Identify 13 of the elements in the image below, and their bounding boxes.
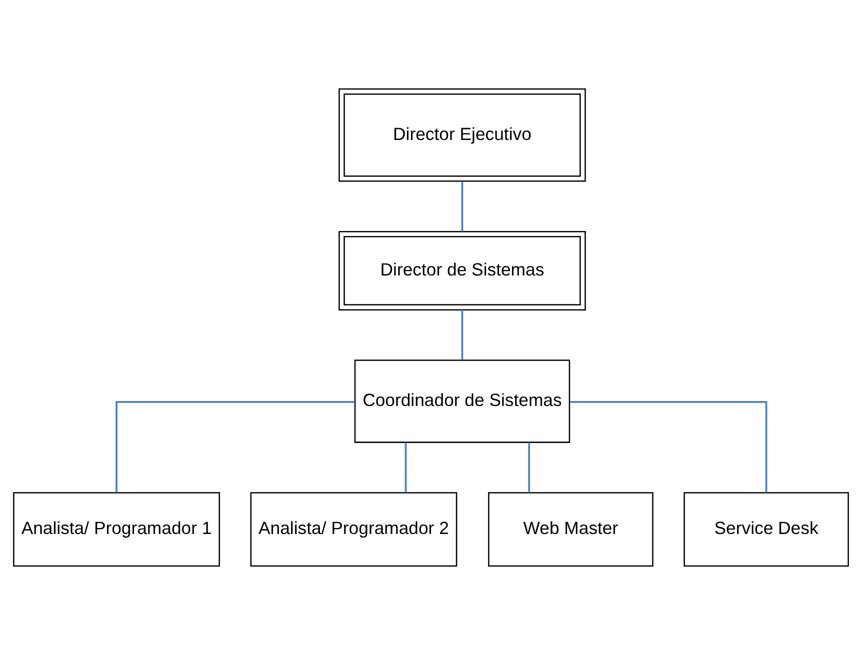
- connector: [461, 181, 464, 232]
- connector: [116, 401, 355, 492]
- node-box: Service Desk: [684, 492, 849, 567]
- node-box: Analista/ Programador 2: [250, 492, 458, 567]
- node-box: Web Master: [488, 492, 654, 567]
- node-box: Director de Sistemas: [338, 230, 586, 310]
- connector: [404, 442, 407, 493]
- node-box: Analista/ Programador 1: [13, 492, 220, 567]
- connector: [528, 442, 530, 493]
- connector: [570, 401, 768, 492]
- node-box: Director Ejecutivo: [338, 88, 586, 182]
- node-box: Coordinador de Sistemas: [354, 360, 570, 443]
- connector: [461, 310, 464, 360]
